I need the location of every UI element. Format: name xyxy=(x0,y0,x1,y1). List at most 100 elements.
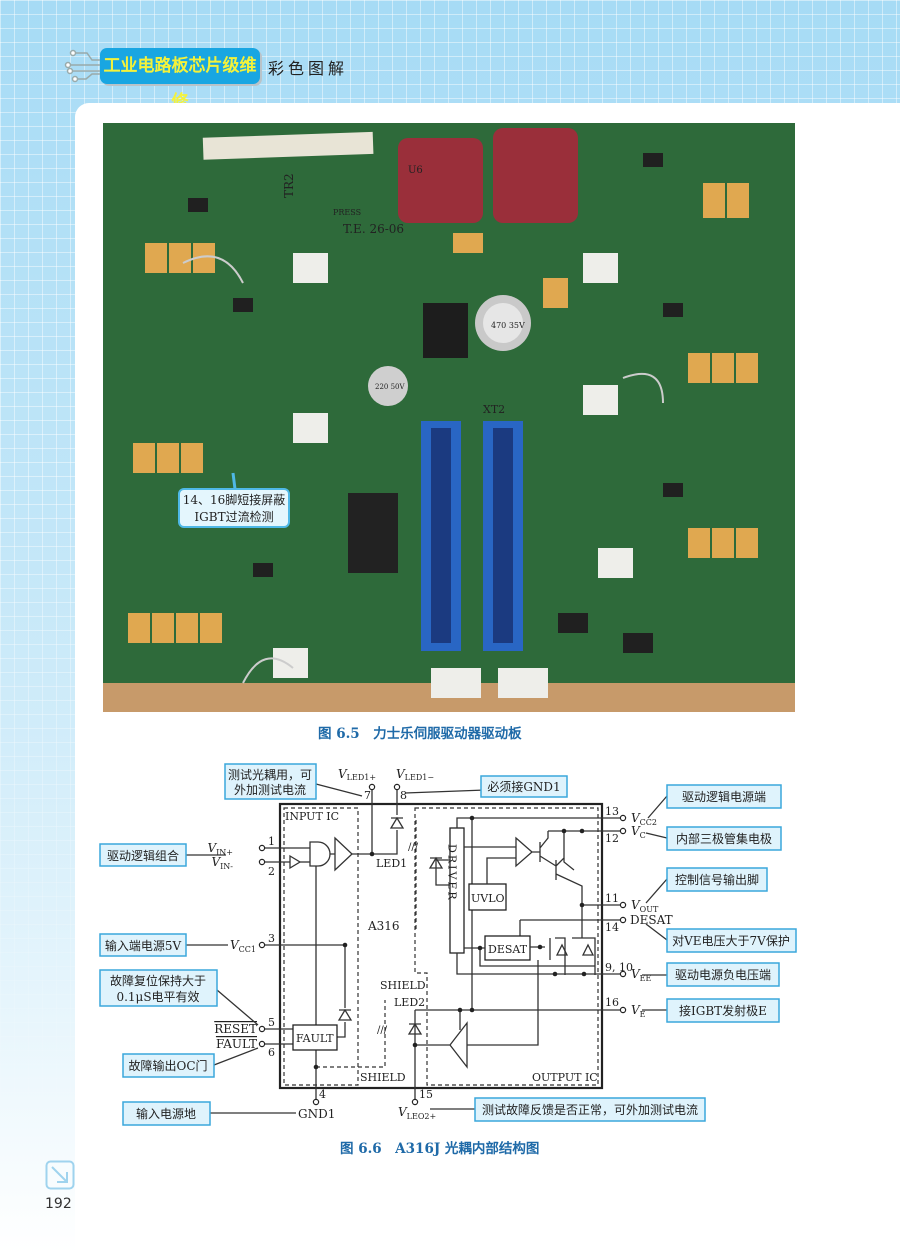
pin-6-name: FAULT xyxy=(216,1037,257,1051)
svg-text:VLEO2+: VLEO2+ xyxy=(398,1105,436,1121)
pin-3-v: V xyxy=(230,938,240,952)
and-gate-symbol xyxy=(309,841,331,867)
mosfet-diodes-icon xyxy=(555,943,595,956)
callout-vee-text: 驱动电源负电压端 xyxy=(675,968,771,982)
pin-8-name: LED1− xyxy=(405,773,434,782)
board-label-u6: U6 xyxy=(408,165,423,176)
pin-4-number: 4 xyxy=(319,1088,326,1101)
callout-ve-text: 接IGBT发射极E xyxy=(679,1003,767,1018)
callout-gnd xyxy=(122,1101,211,1126)
pin-15-name: LEO2+ xyxy=(407,1112,437,1121)
pin-6-number: 6 xyxy=(268,1046,275,1059)
pin-4-name: GND1 xyxy=(298,1107,335,1121)
callout-logic xyxy=(99,843,187,867)
pin-2-number: 2 xyxy=(268,865,275,878)
led1-diode-icon xyxy=(389,816,405,829)
pin-9-10-number: 9, 10 xyxy=(605,961,633,974)
pin-12-name: C xyxy=(640,831,646,840)
photo-callout-line2: IGBT过流检测 xyxy=(194,510,274,524)
desat-block xyxy=(484,935,531,961)
driver-photodiode-icon xyxy=(428,856,444,869)
pin-9-10-v: V xyxy=(631,967,641,981)
pin-13-v: V xyxy=(631,811,641,825)
board-label-tr2: TR2 xyxy=(282,173,296,198)
pin-11-number: 11 xyxy=(605,892,619,905)
figure-6-6-caption: 图 6.6 A316J 光耦内部结构图 xyxy=(340,1141,540,1157)
pin-14-name: DESAT xyxy=(630,913,673,927)
callout-vee xyxy=(666,962,780,987)
svg-text:VLED1−: VLED1− xyxy=(396,767,434,782)
pin-7-name: LED1+ xyxy=(347,773,376,782)
board-label-xt2: XT2 xyxy=(483,403,505,416)
callout-gnd1-text: 必须接GND1 xyxy=(487,779,560,794)
input-ic-region xyxy=(283,807,359,1086)
pcb-photo: U6 470 35V 220 50V TR2 T.E. 26-06 XT2 PR… xyxy=(103,123,795,712)
svg-text:VLED1+: VLED1+ xyxy=(338,767,376,782)
driver-label: DRIVER xyxy=(446,844,459,902)
board-label-cap1: 470 35V xyxy=(491,321,525,330)
callout-vcc1 xyxy=(99,933,187,957)
output-ic-region xyxy=(414,807,599,1086)
callout-reset-line1: 故障复位保持大于 xyxy=(110,973,206,988)
callout-logic-text: 驱动逻辑组合 xyxy=(107,848,179,863)
callout-gnd-text: 输入电源地 xyxy=(136,1106,196,1121)
svg-text:VOUT: VOUT xyxy=(631,898,659,914)
uvlo-block xyxy=(468,883,507,911)
pin-8-v: V xyxy=(396,767,406,781)
inverter-symbol xyxy=(289,854,302,870)
a316j-block-diagram: INPUT IC OUTPUT IC A316 LED1 LED2 SHIELD… xyxy=(99,763,797,1126)
pin-7-v: V xyxy=(338,767,348,781)
callout-test-led-line2: 外加测试电流 xyxy=(234,782,306,797)
callout-vc xyxy=(666,826,782,851)
pin-16-number: 16 xyxy=(605,996,619,1009)
pin-1-number: 1 xyxy=(268,835,275,848)
pin-1-name: IN+ xyxy=(216,848,233,857)
svg-text:VIN+: VIN+ xyxy=(207,841,233,857)
pin-16-v: V xyxy=(631,1003,641,1017)
fault-led-diode-icon xyxy=(337,1008,353,1021)
pin-12-v: V xyxy=(631,824,641,838)
callout-reset xyxy=(99,969,218,1007)
photo-callout: 14、16脚短接屏蔽 IGBT过流检测 xyxy=(178,488,290,528)
pin-16-name: E xyxy=(640,1010,646,1019)
svg-text:VE: VE xyxy=(631,1003,646,1019)
corner-arrow-icon xyxy=(45,1160,75,1190)
pin-13-number: 13 xyxy=(605,805,619,818)
buffer-symbol xyxy=(330,836,353,872)
book-title-badge: 工业电路板芯片级维修 xyxy=(100,48,260,112)
callout-vcc1-text: 输入端电源5V xyxy=(105,938,182,953)
circuit-trace-icon xyxy=(64,49,102,83)
svg-text:VCC2: VCC2 xyxy=(631,811,657,827)
shield-top-label: SHIELD xyxy=(380,979,426,992)
pin-14-number: 14 xyxy=(605,921,619,934)
callout-test-led-line1: 测试光耦用，可 xyxy=(228,767,312,782)
pin-15-number: 15 xyxy=(419,1088,433,1101)
callout-desat xyxy=(666,928,797,953)
callout-fault-text: 故障输出OC门 xyxy=(128,1058,207,1073)
pin-15-v: V xyxy=(398,1105,408,1119)
pin-11-name: OUT xyxy=(640,905,659,914)
pin-13-name: CC2 xyxy=(640,818,657,827)
pin-5-number: 5 xyxy=(268,1016,275,1029)
pin-1-v: V xyxy=(207,841,217,855)
callout-desat-text: 对VE电压大于7V保护 xyxy=(672,934,790,948)
chip-name-label: A316 xyxy=(367,919,400,933)
callout-vout-text: 控制信号输出脚 xyxy=(675,872,759,887)
svg-text:///: /// xyxy=(377,1025,388,1036)
callout-test-led xyxy=(224,763,317,800)
callout-led2-text: 测试故障反馈是否正常，可外加测试电流 xyxy=(482,1102,698,1117)
svg-text:VIN-: VIN- xyxy=(211,855,233,871)
led2-label: LED2 xyxy=(394,996,425,1009)
desat-block-label: DESAT xyxy=(488,943,528,956)
pin-2-name: IN- xyxy=(220,862,233,871)
page-number: 192 xyxy=(45,1196,72,1212)
led2-diode-icon xyxy=(407,1022,423,1035)
pin-11-v: V xyxy=(631,898,641,912)
pin-3-name: CC1 xyxy=(239,945,256,954)
callout-vc-text: 内部三极管集电极 xyxy=(676,831,772,846)
board-label-date: T.E. 26-06 xyxy=(343,222,404,236)
pin-9-10-name: EE xyxy=(640,974,652,983)
callout-vcc2-text: 驱动逻辑电源端 xyxy=(682,790,766,804)
callout-gnd1 xyxy=(480,775,568,798)
pin-3-number: 3 xyxy=(268,932,275,945)
